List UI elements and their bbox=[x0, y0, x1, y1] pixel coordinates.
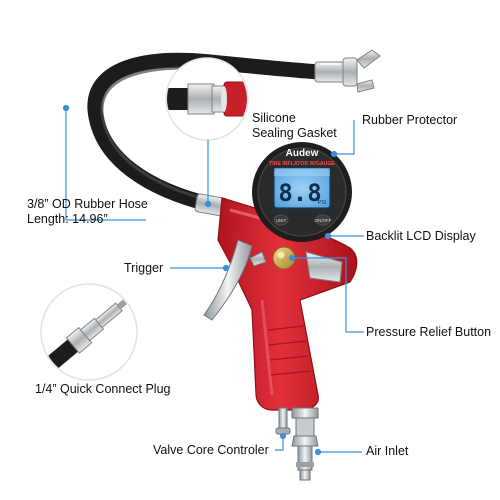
valve-core-controller bbox=[275, 407, 291, 435]
air-inlet-fitting bbox=[291, 407, 319, 481]
gasket-inset bbox=[165, 57, 249, 141]
label-lcd-display: Backlit LCD Display bbox=[366, 229, 476, 243]
label-rubber-protector: Rubber Protector bbox=[362, 113, 458, 127]
gauge-unit: PSI bbox=[318, 200, 327, 206]
label-air-inlet: Air Inlet bbox=[366, 444, 409, 458]
rubber-hose bbox=[87, 52, 328, 213]
callout-hose bbox=[65, 108, 146, 221]
quick-connect-inset bbox=[40, 283, 138, 381]
label-quick-connect: 1/4” Quick Connect Plug bbox=[35, 382, 171, 396]
digital-gauge bbox=[252, 142, 352, 242]
label-pressure-relief: Pressure Relief Button bbox=[366, 325, 492, 339]
callout-pressure-relief bbox=[292, 257, 364, 333]
gauge-reading: 8.8 bbox=[278, 179, 321, 207]
gauge-right-button-label: ON/OFF bbox=[315, 218, 332, 223]
gauge-title: TIRE INFLATOR W/GAUGE bbox=[269, 161, 335, 167]
hose-highlight bbox=[100, 66, 212, 201]
callout-lines bbox=[62, 104, 364, 456]
callout-valve-core bbox=[275, 436, 284, 451]
label-hose: 3/8” OD Rubber Hose Length: 14.96” bbox=[27, 197, 148, 226]
grip-ridges bbox=[267, 325, 311, 376]
gauge-left-button-label: UNIT bbox=[276, 218, 287, 223]
label-trigger: Trigger bbox=[124, 261, 164, 275]
trigger-lever bbox=[203, 239, 253, 321]
callout-rubber-protector bbox=[334, 120, 355, 155]
gun-body bbox=[217, 197, 358, 411]
label-silicone-gasket: Silicone Sealing Gasket bbox=[252, 111, 337, 140]
air-chuck bbox=[314, 49, 381, 93]
label-valve-core: Valve Core Controler bbox=[153, 443, 269, 457]
side-plate bbox=[305, 251, 343, 283]
gauge-brand: Audew bbox=[286, 148, 319, 159]
